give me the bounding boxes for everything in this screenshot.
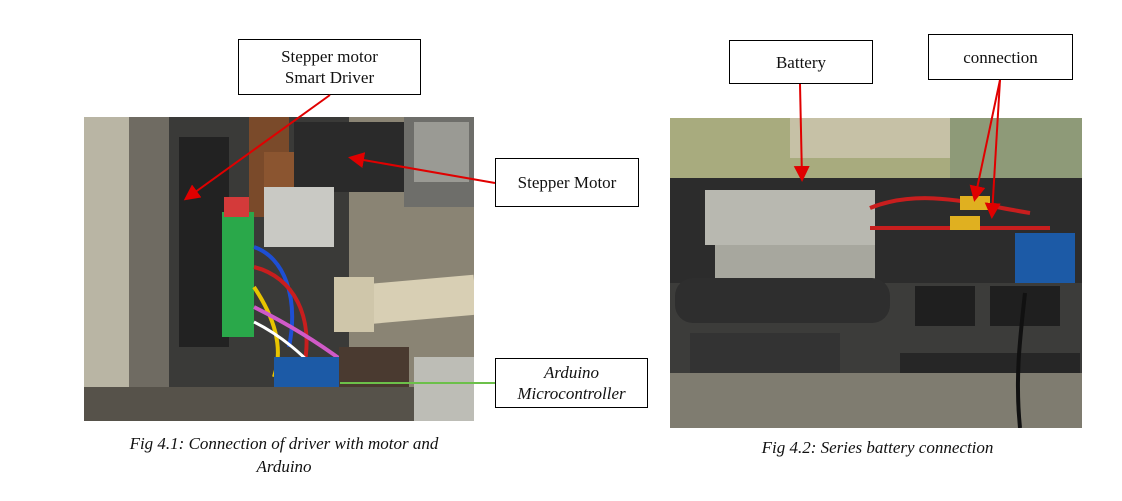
label-arduino: Arduino Microcontroller — [495, 358, 648, 408]
caption-fig-4-2: Fig 4.2: Series battery connection — [690, 436, 1065, 459]
label-arduino-line1: Arduino — [543, 363, 600, 382]
label-stepper-motor: Stepper Motor — [495, 158, 639, 207]
label-stepper-motor-text: Stepper Motor — [517, 173, 617, 192]
label-arduino-line2: Microcontroller — [517, 384, 626, 403]
label-connection: connection — [928, 34, 1073, 80]
label-stepper-driver-line1: Stepper motor — [281, 47, 378, 66]
label-stepper-driver: Stepper motor Smart Driver — [238, 39, 421, 95]
photo-driver-motor-arduino — [84, 117, 474, 421]
label-connection-text: connection — [963, 47, 1038, 67]
label-battery-text: Battery — [775, 52, 827, 72]
caption-fig-4-1-line2: Arduino — [256, 457, 312, 476]
label-battery: Battery — [729, 40, 873, 84]
caption-fig-4-1-line1: Fig 4.1: Connection of driver with motor… — [129, 434, 439, 453]
caption-fig-4-1: Fig 4.1: Connection of driver with motor… — [84, 432, 484, 478]
photo-series-battery — [670, 118, 1082, 428]
caption-fig-4-2-text: Fig 4.2: Series battery connection — [761, 438, 994, 457]
label-stepper-driver-line2: Smart Driver — [284, 68, 375, 87]
